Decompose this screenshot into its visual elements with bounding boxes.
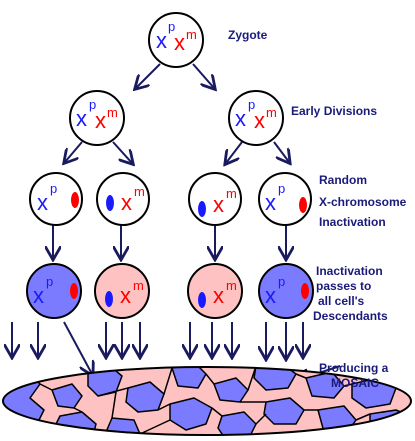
desc1-paternal-sup: p — [46, 274, 53, 289]
early-left-maternal-sup: m — [107, 105, 118, 120]
early-cell-right: x p x m — [228, 90, 284, 146]
barr-body-paternal — [105, 291, 113, 307]
label-random-2: X-chromosome — [319, 195, 407, 209]
descendant-cell-3: x m — [187, 263, 243, 319]
arrow-zygote-right — [192, 63, 214, 88]
mosaic-patch — [51, 383, 83, 409]
random3-maternal-sup: m — [226, 186, 237, 201]
random-cell-2: x m — [96, 172, 150, 226]
early-right-paternal-x: x — [235, 106, 246, 131]
barr-body-maternal — [299, 197, 307, 213]
label-mosaic-1: Producing a — [319, 361, 389, 375]
zygote-paternal-sup: p — [168, 19, 175, 34]
early-cell-left: x p x m — [69, 90, 125, 146]
random2-maternal-x: x — [121, 190, 132, 215]
arrow-mosaic-3 — [63, 321, 92, 374]
label-inactivation-4: Descendants — [313, 309, 388, 323]
label-inactivation-3: all cell's — [318, 294, 365, 308]
desc1-paternal-x: x — [33, 283, 44, 308]
label-random-3: Inactivation — [319, 215, 386, 229]
zygote-cell: x p x m — [148, 12, 204, 68]
label-zygote: Zygote — [228, 28, 268, 42]
descendant-cell-2: x m — [94, 263, 150, 319]
arrow-left-to-cell2 — [112, 141, 132, 163]
desc3-maternal-x: x — [213, 283, 224, 308]
barr-body-paternal — [198, 201, 206, 217]
arrow-zygote-left — [136, 63, 161, 88]
mosaic-patch — [213, 377, 249, 403]
arrow-right-to-cell4 — [273, 141, 289, 162]
label-random-1: Random — [319, 173, 367, 187]
early-left-paternal-sup: p — [89, 97, 96, 112]
zygote-paternal-x: x — [156, 28, 167, 53]
arrow-left-to-cell1 — [65, 141, 83, 162]
desc2-maternal-sup: m — [133, 278, 144, 293]
random-cell-4: x p — [258, 172, 312, 226]
random-cell-3: x m — [188, 172, 242, 226]
label-inactivation-1: Inactivation — [316, 264, 383, 278]
barr-body-maternal — [70, 283, 78, 299]
label-early-divisions: Early Divisions — [291, 104, 378, 118]
mosaic-patch — [105, 417, 141, 435]
desc3-maternal-sup: m — [226, 278, 237, 293]
random3-maternal-x: x — [213, 192, 224, 217]
descendant-cell-1: x p — [26, 263, 82, 319]
barr-body-maternal — [71, 192, 79, 208]
early-right-maternal-x: x — [254, 108, 265, 133]
mosaic-patch — [263, 397, 305, 425]
early-left-maternal-x: x — [95, 108, 106, 133]
desc2-maternal-x: x — [120, 283, 131, 308]
early-right-paternal-sup: p — [248, 97, 255, 112]
label-inactivation-2: passes to — [316, 279, 372, 293]
arrow-right-to-cell3 — [226, 141, 243, 163]
mosaic-patch — [171, 367, 207, 389]
descendant-cell-4: x p — [258, 263, 314, 319]
early-right-maternal-sup: m — [266, 105, 277, 120]
mosaic-boundary — [39, 367, 371, 435]
random1-paternal-x: x — [37, 190, 48, 215]
early-left-paternal-x: x — [76, 106, 87, 131]
zygote-maternal-x: x — [174, 30, 185, 55]
desc4-paternal-sup: p — [278, 274, 285, 289]
barr-body-paternal — [198, 292, 206, 308]
barr-body-paternal — [106, 195, 114, 211]
random2-maternal-sup: m — [134, 184, 145, 199]
label-mosaic-2: MOSAIC — [331, 376, 379, 390]
mosaic-patch — [217, 411, 257, 435]
random1-paternal-sup: p — [50, 181, 57, 196]
barr-body-maternal — [301, 283, 309, 299]
zygote-maternal-sup: m — [186, 27, 197, 42]
random-cell-1: x p — [29, 172, 83, 226]
desc4-paternal-x: x — [265, 283, 276, 308]
random4-paternal-x: x — [265, 190, 276, 215]
random4-paternal-sup: p — [278, 181, 285, 196]
